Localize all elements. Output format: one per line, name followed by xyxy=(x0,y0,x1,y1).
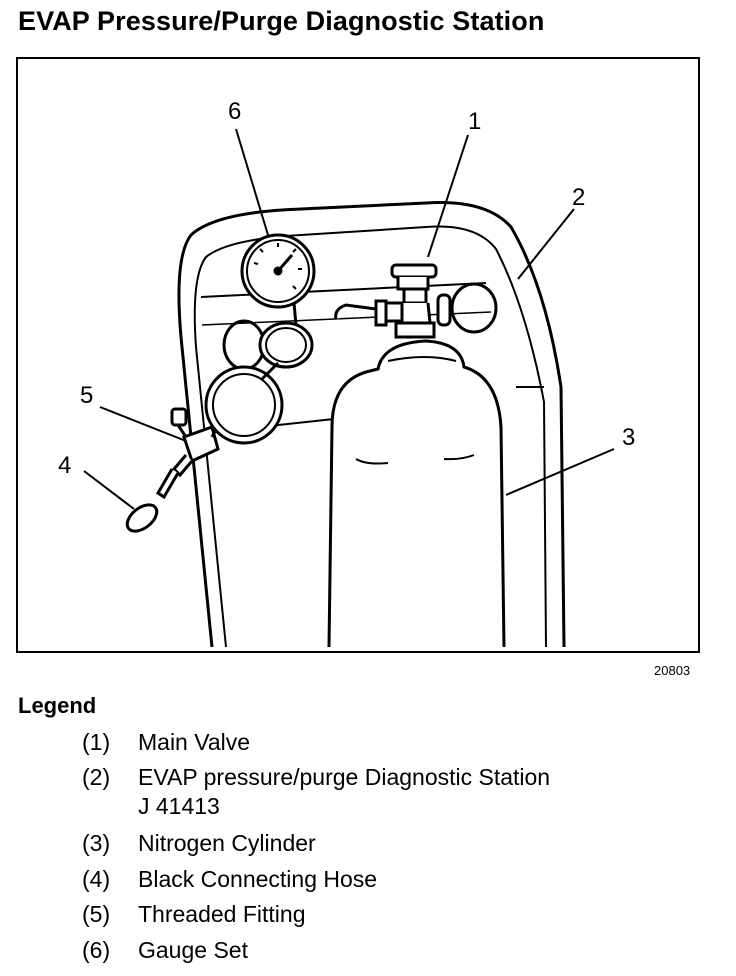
callout-4: 4 xyxy=(58,452,71,479)
legend-item-label: Gauge Set xyxy=(138,937,248,963)
callout-3: 3 xyxy=(622,424,635,451)
legend-item-number: (4) xyxy=(82,866,111,892)
callout-1: 1 xyxy=(468,108,481,135)
legend-item-label: Nitrogen Cylinder xyxy=(138,830,316,856)
legend-item-number: (2) xyxy=(82,764,111,790)
figure-number: 20803 xyxy=(654,663,691,678)
diagram-illustration: 6 1 2 3 5 4 xyxy=(16,57,700,653)
gauge-set xyxy=(204,233,377,445)
callout-5: 5 xyxy=(80,382,93,409)
callout-2: 2 xyxy=(572,184,585,211)
nitrogen-cylinder xyxy=(327,339,506,648)
black-connecting-hose xyxy=(125,454,194,533)
diagnostic-station xyxy=(177,201,566,648)
legend-item-label: Main Valve xyxy=(138,729,251,755)
legend-item-number: (5) xyxy=(82,901,111,927)
legend-item-number: (6) xyxy=(82,937,111,963)
legend-item-label: EVAP pressure/purge Diagnostic Station xyxy=(138,764,551,790)
page-title: EVAP Pressure/Purge Diagnostic Station xyxy=(18,6,545,36)
legend-heading: Legend xyxy=(18,693,97,718)
threaded-fitting xyxy=(170,407,220,464)
leader-lines xyxy=(83,128,615,510)
legend-item-number: (3) xyxy=(82,830,111,856)
callout-6: 6 xyxy=(228,98,241,125)
legend-item-label: Black Connecting Hose xyxy=(138,866,378,892)
diagram-frame: 6 1 2 3 5 4 xyxy=(16,57,700,653)
main-valve xyxy=(374,263,452,339)
legend-item-label-line2: J 41413 xyxy=(138,793,220,819)
legend-item-label: Threaded Fitting xyxy=(138,901,306,927)
legend-item-number: (1) xyxy=(82,729,111,755)
